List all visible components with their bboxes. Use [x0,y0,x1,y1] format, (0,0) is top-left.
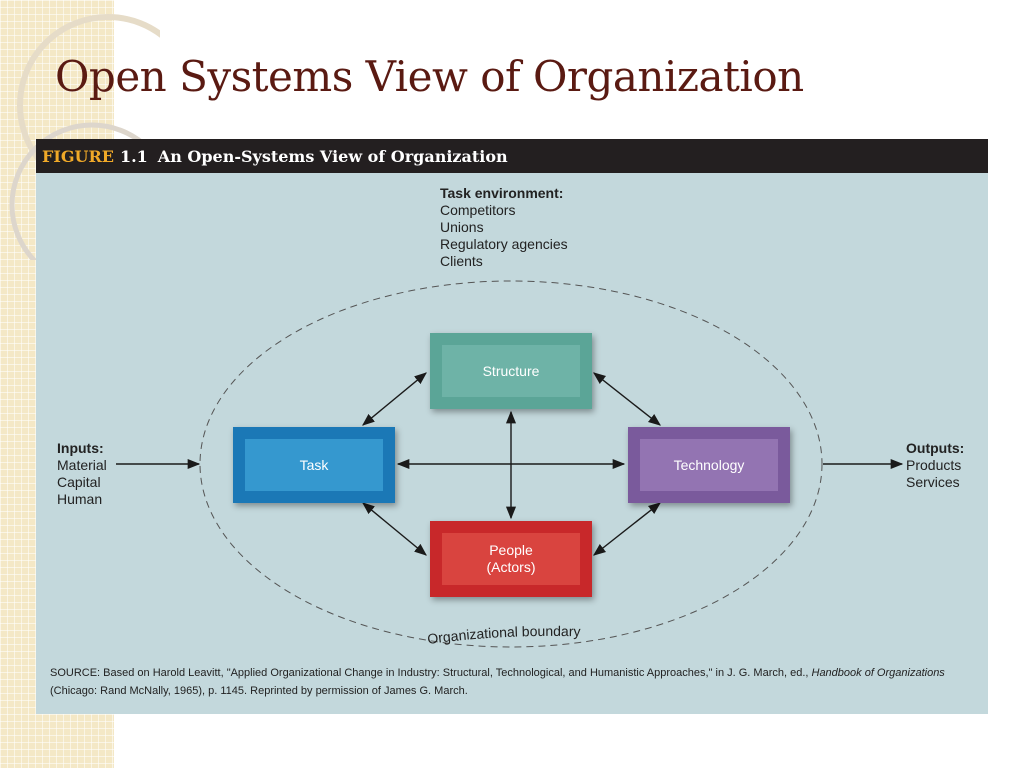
outputs-item: Products [906,457,962,473]
people-technology-arrow [593,502,661,556]
task-people-arrow [362,502,427,556]
organizational-boundary-label: Organizational boundary [426,623,580,647]
task-environment-item: Regulatory agencies [440,236,568,252]
outputs-item: Services [906,474,960,490]
task-node: Task [233,427,395,503]
people-node: People (Actors) [430,521,592,597]
task-environment-item: Unions [440,219,484,235]
task-label: Task [245,439,383,491]
source-prefix: SOURCE: Based on Harold Leavitt, "Applie… [50,667,812,679]
task-environment-item: Competitors [440,202,516,218]
structure-label: Structure [442,345,580,397]
inputs-block: Inputs: Material Capital Human [57,440,107,508]
source-suffix: (Chicago: Rand McNally, 1965), p. 1145. … [50,685,468,697]
inputs-item: Human [57,491,103,507]
slide-title: Open Systems View of Organization [55,52,804,101]
inputs-heading: Inputs: [57,440,104,456]
source-book-title: Handbook of Organizations [811,667,945,679]
source-citation: SOURCE: Based on Harold Leavitt, "Applie… [50,664,970,700]
task-environment-block: Task environment: Competitors Unions Reg… [440,185,568,270]
figure-header: FIGURE 1.1 An Open-Systems View of Organ… [36,139,988,173]
task-environment-item: Clients [440,253,483,269]
outputs-block: Outputs: Products Services [906,440,964,491]
task-environment-heading: Task environment: [440,185,564,201]
figure-label: FIGURE [42,146,114,166]
technology-node: Technology [628,427,790,503]
structure-technology-arrow [593,372,661,426]
organizational-boundary-ellipse [199,280,823,648]
inputs-item: Capital [57,474,101,490]
diagram-connectors: Organizational boundary [116,280,904,648]
people-label: People (Actors) [442,533,580,585]
task-structure-arrow [362,372,427,426]
figure-number: 1.1 [119,146,148,166]
figure-panel: FIGURE 1.1 An Open-Systems View of Organ… [36,139,988,714]
figure-title: An Open-Systems View of Organization [157,146,508,166]
outputs-heading: Outputs: [906,440,965,456]
inputs-item: Material [57,457,107,473]
technology-label: Technology [640,439,778,491]
structure-node: Structure [430,333,592,409]
